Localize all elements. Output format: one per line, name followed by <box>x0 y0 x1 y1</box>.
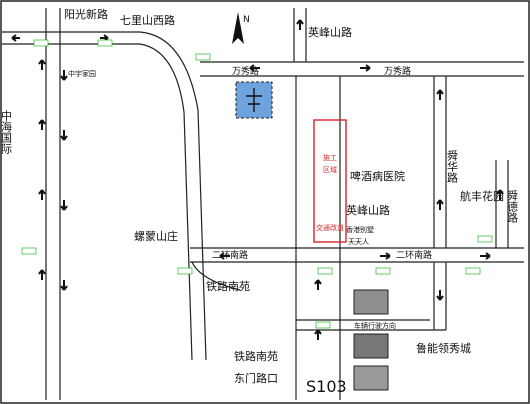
sign-marker <box>315 321 331 329</box>
construction-zone <box>313 119 347 243</box>
sign-marker <box>195 53 211 61</box>
label-dongmen: 东门路口 <box>234 371 278 385</box>
direction-arrows <box>11 19 504 340</box>
construction-line-2: 区域 <box>323 165 337 174</box>
compass-north-icon: N <box>232 12 250 44</box>
road-bottom <box>296 319 446 331</box>
sign-marker <box>477 235 493 243</box>
sign-markers <box>21 39 493 329</box>
sign-marker <box>465 267 481 275</box>
label-tielu-top: 铁路南苑 <box>206 280 250 293</box>
label-shunhua-huayuan: 航丰花园 <box>460 189 504 203</box>
road-wanxiu <box>200 61 524 77</box>
label-shunhai: 鲁能领秀城 <box>416 341 471 355</box>
label-erhuan-left: 二环南路 <box>212 249 248 261</box>
label-xiangyuan: 香港别墅 <box>346 225 374 234</box>
label-zhonghai: 中海国际 <box>0 110 13 155</box>
detour-label: 交通改道 <box>316 223 344 232</box>
label-cars: 车辆行驶方向 <box>354 321 396 330</box>
sign-marker <box>177 267 193 275</box>
road-erhuan <box>190 247 524 291</box>
label-yingfeng-top: 英峰山路 <box>308 25 352 39</box>
tower-icon <box>246 88 262 112</box>
label-wanxiu-right: 万秀路 <box>384 65 411 77</box>
sign-marker <box>33 39 49 47</box>
road-yangguang <box>45 8 61 400</box>
road-yingfeng-vertical <box>293 8 341 400</box>
road-shunhua <box>433 76 509 330</box>
photo-thumb-2 <box>353 333 389 359</box>
construction-line-1: 施工 <box>323 153 337 162</box>
photo-thumb-1 <box>353 289 389 315</box>
sign-marker <box>97 39 113 47</box>
label-wanxiu-left: 万秀路 <box>232 65 259 77</box>
sign-marker <box>21 247 37 255</box>
label-yangguang: 阳光新路 <box>64 7 108 21</box>
label-tiankui: 天天人 <box>348 238 369 246</box>
road-qilishan <box>2 31 207 361</box>
label-shunan: 舜德路 <box>506 189 519 224</box>
sign-marker <box>375 267 391 275</box>
sign-marker <box>317 267 333 275</box>
compass-label: N <box>243 15 250 25</box>
label-tielu-bottom: 铁路南苑 <box>234 350 278 363</box>
photo-thumb-3 <box>353 365 389 391</box>
label-zhongyu: 中宇家园 <box>68 69 96 78</box>
label-yingfeng-mid: 英峰山路 <box>346 203 390 217</box>
label-luoyuan: 螺蒙山庄 <box>134 229 178 243</box>
label-hospital: 啤酒病医院 <box>350 169 405 183</box>
label-erhuan-right: 二环南路 <box>396 249 432 261</box>
label-qilishan: 七里山西路 <box>120 14 175 27</box>
label-route: S103 <box>306 377 347 396</box>
label-shunhua: 舜华路 <box>446 149 459 184</box>
